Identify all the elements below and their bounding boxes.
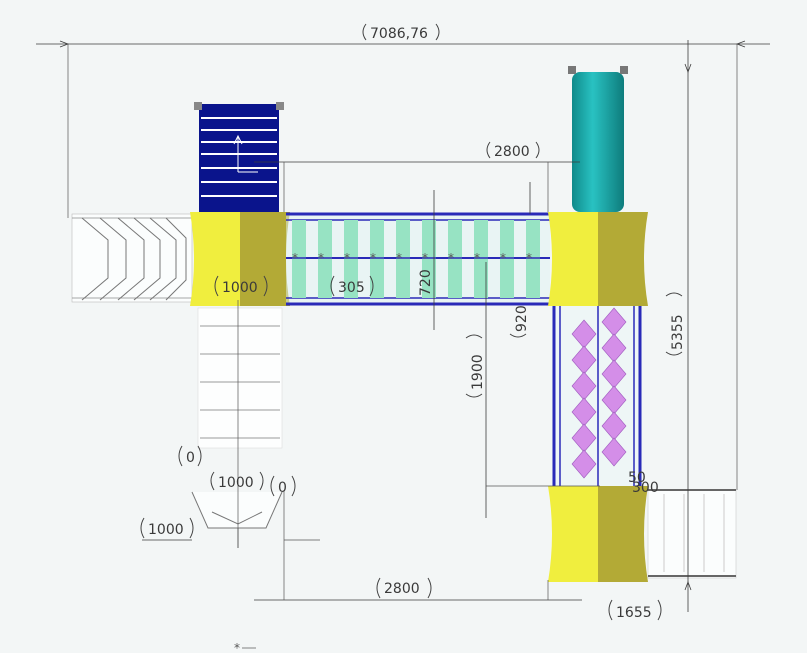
left-tower-label: 1000 — [222, 280, 258, 296]
left-slide — [71, 213, 193, 303]
bottom-span-label: 2800 — [384, 581, 420, 597]
base-left-label: 1000 — [148, 522, 184, 538]
base-width-label: 1000 — [218, 475, 254, 491]
right-base-label: 1655 — [616, 605, 652, 621]
right-offset-label: 920 — [514, 305, 530, 332]
small-50-label: 50 — [628, 470, 646, 486]
svg-text:*: * — [500, 251, 506, 265]
climbing-net — [552, 306, 642, 486]
small-300-label: 300 — [632, 480, 659, 496]
swing-basket — [191, 491, 283, 548]
vertical-gap-label: 1900 — [470, 354, 486, 390]
svg-text:*: * — [292, 251, 298, 265]
overall-height-label: 5355 — [670, 314, 686, 350]
right-tower-top — [548, 212, 648, 306]
bridge-width-label: 720 — [418, 269, 434, 296]
dimension-labels: 7086,76 2800 1000 305 720 920 1900 5355 … — [140, 23, 686, 621]
zero-right-label: 0 — [278, 480, 287, 496]
right-ladder — [647, 489, 737, 579]
overall-width-label: 7086,76 — [370, 26, 428, 42]
svg-text:*: * — [448, 251, 454, 265]
svg-text:*: * — [422, 251, 428, 265]
left-tower — [190, 212, 290, 306]
zero-top-label: 0 — [186, 450, 195, 466]
svg-text:*: * — [370, 251, 376, 265]
right-tower-bottom — [548, 486, 648, 582]
bridge: * * * * * * * * * * — [286, 212, 550, 306]
svg-text:*: * — [396, 251, 402, 265]
left-ladder — [197, 307, 283, 449]
svg-text:*: * — [344, 251, 350, 265]
svg-text:*: * — [474, 251, 480, 265]
origin-marker: * — [234, 641, 256, 653]
svg-text:*: * — [526, 251, 532, 265]
top-span-label: 2800 — [494, 144, 530, 160]
bridge-slats — [292, 220, 540, 298]
navy-roof — [194, 102, 284, 212]
teal-roof — [568, 66, 628, 212]
bridge-slat-label: 305 — [338, 280, 365, 296]
dimension-lines — [36, 40, 770, 612]
svg-text:*: * — [318, 251, 324, 265]
svg-text:*: * — [234, 641, 240, 653]
